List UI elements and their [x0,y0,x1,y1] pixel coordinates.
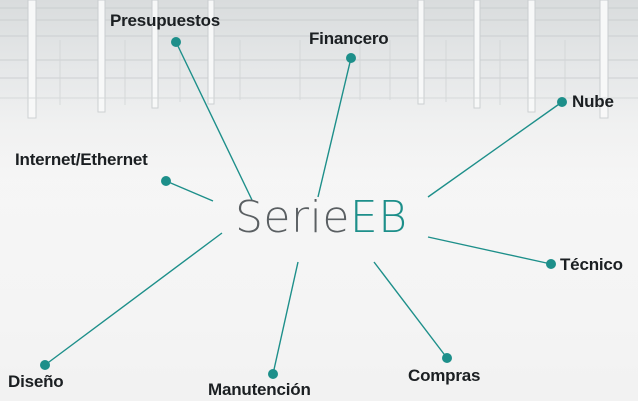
node-dot-diseno [40,360,50,370]
connector-presupuestos [175,41,253,201]
hub-label-suffix: EB [349,192,408,243]
node-dot-tecnico [546,259,556,269]
node-dot-nube [557,97,567,107]
node-dot-manutencion [268,369,278,379]
node-label-financero: Financero [309,29,389,48]
node-label-compras: Compras [408,366,481,385]
connector-diseno [44,232,223,366]
connector-internet [165,180,214,202]
node-label-internet: Internet/Ethernet [15,150,148,169]
node-dot-compras [442,353,452,363]
node-label-nube: Nube [572,92,614,111]
node-dot-presupuestos [171,37,181,47]
node-label-presupuestos: Presupuestos [110,11,221,30]
node-dot-internet [161,176,171,186]
node-label-manutencion: Manutención [208,380,311,399]
connector-tecnico [427,236,552,265]
node-label-tecnico: Técnico [560,255,623,274]
node-label-diseno: Diseño [8,372,64,391]
node-dot-financero [346,53,356,63]
connector-manutencion [272,261,299,375]
connector-financero [317,57,352,198]
connector-nube [427,101,563,198]
hub-label: SerieEB [235,196,408,240]
connector-compras [373,261,448,359]
hub-label-prefix: Serie [235,192,350,243]
